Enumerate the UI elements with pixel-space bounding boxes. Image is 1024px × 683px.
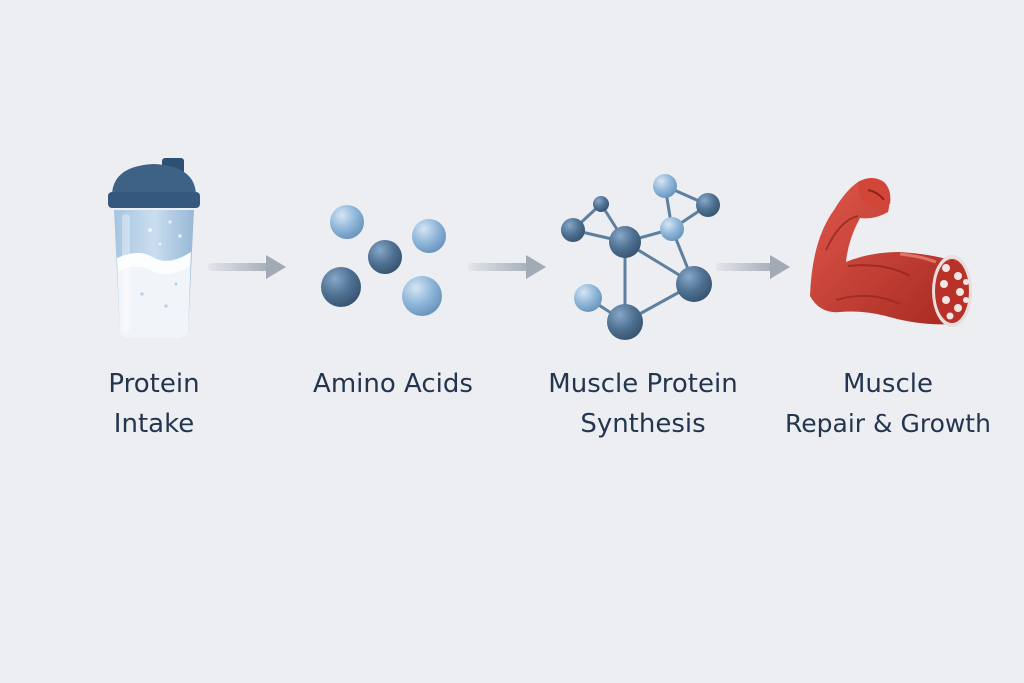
step-label-line: Muscle Protein [548,369,738,399]
step-label-amino-acids: Amino Acids [282,364,504,404]
step-label-line: Muscle [843,369,933,399]
flexed-bicep-icon [810,178,972,327]
arrow-3-icon [716,255,790,279]
step-label-line: Synthesis [580,409,706,439]
step-label-line: Amino Acids [313,369,473,399]
step-label-muscle-protein-synthesis: Muscle Protein Synthesis [518,364,768,444]
arrow-2-icon [468,255,546,279]
protein-network-nodes [561,174,720,340]
step-label-line: Repair & Growth [785,409,991,438]
step-label-line: Intake [113,409,195,439]
protein-shaker-icon [108,158,200,338]
arrow-1-icon [208,255,286,279]
step-label-muscle-repair-growth: Muscle Repair & Growth [762,364,1014,444]
amino-acid-molecules-icon [321,205,446,316]
step-label-line: Protein [108,369,200,399]
step-label-protein-intake: Protein Intake [64,364,244,444]
